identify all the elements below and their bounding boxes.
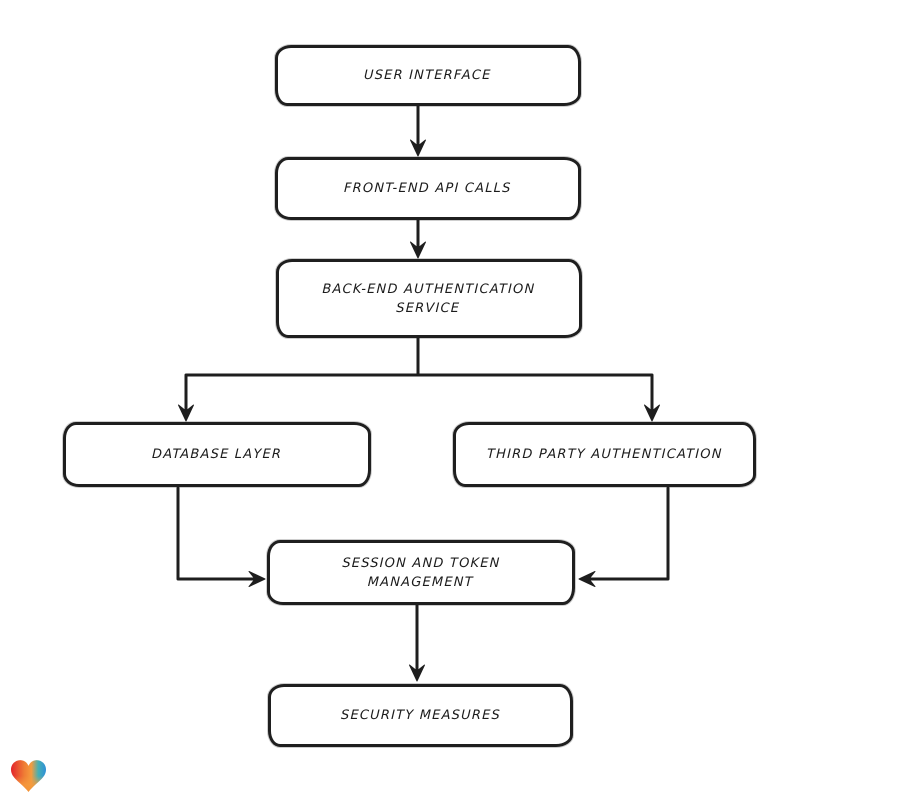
edge-back-end-branch [178,336,660,422]
node-front-end-api-calls[interactable]: FRONT-END API CALLS [275,157,581,220]
edge-session-to-security [409,603,425,682]
edge-third-party-to-session [578,486,670,587]
node-third-party-auth[interactable]: THIRD PARTY AUTHENTICATION [453,422,756,487]
node-user-interface[interactable]: USER INTERFACE [275,45,581,106]
edge-front-end-to-back-end [410,218,426,259]
node-database-layer[interactable]: DATABASE LAYER [63,422,371,487]
node-session-token-mgmt[interactable]: SESSION AND TOKEN MANAGEMENT [267,540,575,605]
node-user-interface-label: USER INTERFACE [363,68,493,83]
node-back-end-auth-service[interactable]: BACK-END AUTHENTICATION SERVICE [276,259,582,338]
edge-user-interface-to-front-end [410,104,426,157]
node-database-layer-label: DATABASE LAYER [151,447,283,462]
edge-database-to-session [176,486,266,587]
node-front-end-api-calls-label: FRONT-END API CALLS [343,181,513,196]
node-back-end-auth-service-label: BACK-END AUTHENTICATION SERVICE [322,281,537,316]
heart-logo-badge[interactable] [11,760,46,793]
node-third-party-auth-label: THIRD PARTY AUTHENTICATION [486,447,723,462]
node-session-token-mgmt-label: SESSION AND TOKEN MANAGEMENT [341,555,501,590]
node-security-measures-label: SECURITY MEASURES [340,708,501,723]
node-security-measures[interactable]: SECURITY MEASURES [268,684,573,747]
heart-logo-icon [11,760,46,792]
